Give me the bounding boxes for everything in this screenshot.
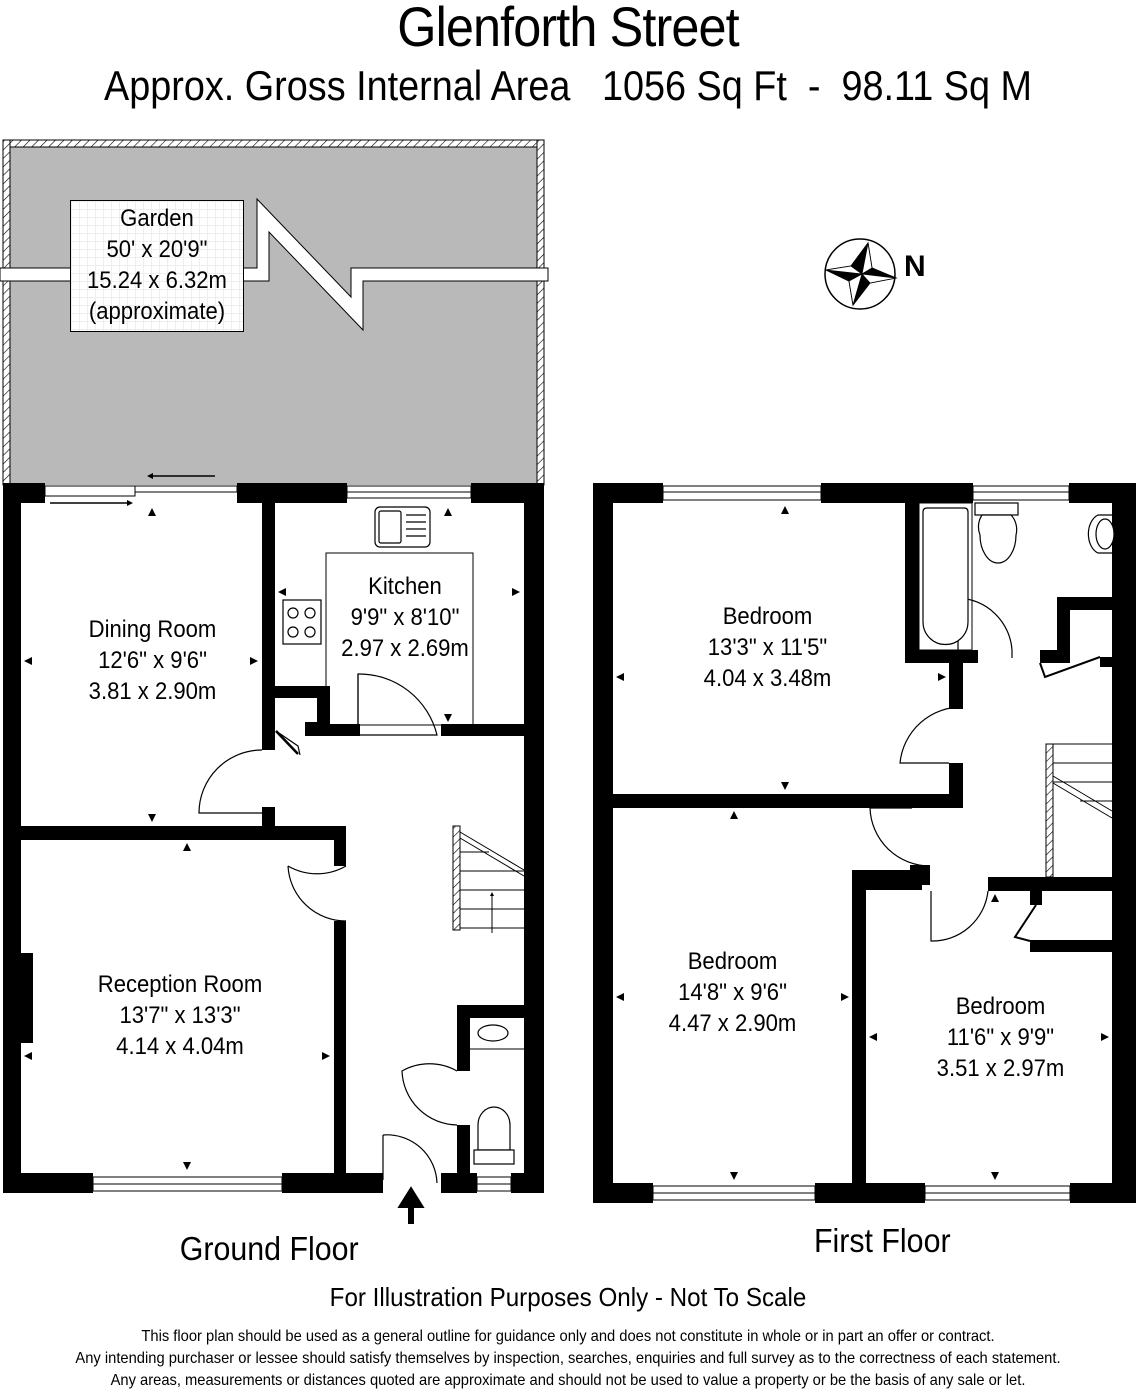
first-floor-walls	[593, 483, 1136, 1203]
room-name: Bedroom	[722, 603, 813, 630]
room-imperial: 12'6" x 9'6"	[98, 647, 207, 674]
room-kitchen: Kitchen 9'9" x 8'10" 2.97 x 2.69m	[327, 571, 483, 664]
room-imperial: 9'9" x 8'10"	[350, 604, 460, 631]
first-floor-label: First Floor	[813, 1222, 951, 1259]
room-imperial: 50' x 20'9"	[106, 236, 208, 263]
room-imperial: 13'3" x 11'5"	[707, 634, 828, 661]
disclaimer-heading: For Illustration Purposes Only - Not To …	[329, 1282, 807, 1312]
hob-icon	[282, 599, 322, 645]
disclaimer-text: This floor plan should be used as a gene…	[0, 1326, 1136, 1392]
room-bedroom-2: Bedroom 14'8" x 9'6" 4.47 x 2.90m	[634, 946, 832, 1039]
room-metric: 4.04 x 3.48m	[703, 665, 832, 692]
room-dining: Dining Room 12'6" x 9'6" 3.81 x 2.90m	[49, 614, 256, 707]
room-imperial: 11'6" x 9'9"	[946, 1024, 1055, 1051]
room-reception: Reception Room 13'7" x 13'3" 4.14 x 4.04…	[70, 969, 291, 1062]
compass-rose-icon	[824, 238, 898, 310]
bathroom-fixtures	[918, 502, 1115, 651]
gross-internal-area: Approx. Gross Internal Area 1056 Sq Ft -…	[104, 62, 1032, 109]
room-imperial: 14'8" x 9'6"	[678, 979, 787, 1006]
first-floor-doors	[869, 597, 1101, 942]
north-label: N	[904, 250, 926, 283]
room-metric: 3.81 x 2.90m	[88, 678, 217, 705]
disclaimer-line: Any areas, measurements or distances quo…	[110, 1372, 1026, 1389]
first-floor-windows	[652, 485, 1071, 1201]
entrance-arrow-icon	[397, 1186, 425, 1224]
room-name: Kitchen	[368, 573, 442, 600]
toilet-icon	[477, 1106, 511, 1151]
garden-label-box	[70, 200, 244, 332]
room-name: Bedroom	[687, 948, 778, 975]
room-name: Garden	[120, 205, 194, 232]
room-bedroom-3: Bedroom 11'6" x 9'9" 3.51 x 2.97m	[902, 991, 1100, 1084]
first-floor-staircase	[1045, 743, 1113, 878]
kitchen-fixtures	[282, 506, 474, 726]
garden-area	[0, 139, 549, 486]
bath-icon	[922, 507, 969, 646]
disclaimer-line: Any intending purchaser or lessee should…	[75, 1350, 1061, 1367]
room-metric: 4.14 x 4.04m	[116, 1033, 244, 1060]
dimension-markers	[24, 506, 1109, 1180]
room-name: Bedroom	[955, 993, 1046, 1020]
toilet-icon	[977, 514, 1018, 564]
room-metric: 4.47 x 2.90m	[668, 1010, 797, 1037]
room-metric: 15.24 x 6.32m	[87, 267, 227, 294]
ground-floor-doors	[198, 673, 458, 1184]
basin-icon	[477, 1024, 509, 1042]
room-bedroom-1: Bedroom 13'3" x 11'5" 4.04 x 3.48m	[669, 601, 867, 694]
wc-fixtures	[470, 1024, 524, 1165]
ground-floor-windows	[44, 485, 512, 1192]
room-note: (approximate)	[88, 298, 226, 325]
room-name: Reception Room	[97, 971, 263, 998]
garden-label: Garden 50' x 20'9" 15.24 x 6.32m (approx…	[77, 203, 237, 327]
page-title: Glenforth Street	[397, 0, 739, 58]
ground-floor-walls	[3, 483, 544, 1193]
ground-staircase	[452, 825, 525, 933]
room-name: Dining Room	[88, 616, 217, 643]
room-metric: 3.51 x 2.97m	[936, 1055, 1065, 1082]
disclaimer-line: This floor plan should be used as a gene…	[141, 1328, 995, 1345]
room-metric: 2.97 x 2.69m	[341, 635, 469, 662]
room-imperial: 13'7" x 13'3"	[119, 1002, 241, 1029]
ground-floor-label: Ground Floor	[179, 1230, 359, 1267]
